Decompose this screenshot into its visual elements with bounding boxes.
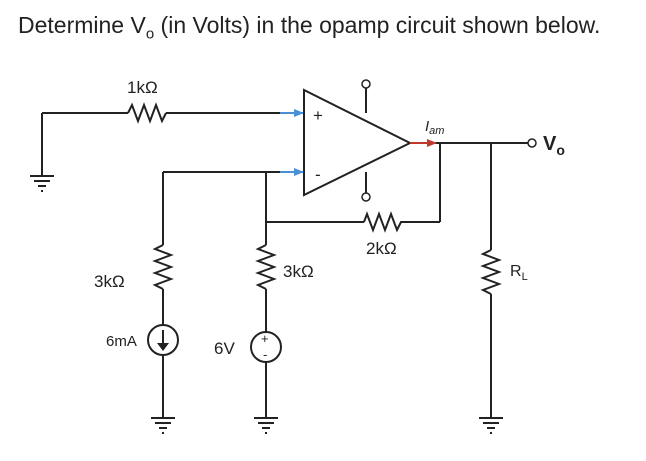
question-text: Determine Vo (in Volts) in the opamp cir… bbox=[18, 12, 600, 43]
opamp-plus-label: + bbox=[313, 106, 323, 125]
left-ground bbox=[151, 417, 175, 434]
input-resistor bbox=[127, 102, 167, 124]
mid-resistor bbox=[255, 244, 277, 290]
supply-top-terminal bbox=[361, 79, 371, 113]
current-source-label: 6mA bbox=[106, 333, 137, 350]
question-suffix: (in Volts) in the opamp circuit shown be… bbox=[154, 12, 601, 38]
mid-ground bbox=[254, 417, 278, 434]
vo-label: Vo bbox=[543, 133, 565, 158]
load-ground bbox=[479, 417, 503, 434]
left-resistor bbox=[152, 244, 174, 290]
load-resistor bbox=[480, 249, 502, 295]
current-source-6ma bbox=[147, 324, 179, 356]
opamp-minus-label: - bbox=[315, 165, 321, 184]
r-feedback-label: 2kΩ bbox=[366, 239, 397, 258]
question-prefix: Determine V bbox=[18, 12, 146, 38]
r-load-label: RL bbox=[510, 263, 528, 283]
vs-plus-sign: + bbox=[261, 331, 269, 346]
question-subscript: o bbox=[145, 25, 155, 43]
feedback-resistor bbox=[363, 211, 405, 233]
vo-terminal bbox=[527, 138, 537, 148]
r-left-label: 3kΩ bbox=[94, 272, 125, 291]
input-ground bbox=[30, 113, 54, 192]
voltage-source-label: 6V bbox=[214, 339, 235, 358]
supply-bottom-terminal bbox=[361, 172, 371, 202]
r-mid-label: 3kΩ bbox=[283, 262, 314, 281]
i-am-label: Iam bbox=[425, 118, 444, 137]
r-input-label: 1kΩ bbox=[127, 78, 158, 97]
opamp-triangle bbox=[303, 88, 413, 197]
vs-minus-sign: - bbox=[263, 347, 267, 362]
